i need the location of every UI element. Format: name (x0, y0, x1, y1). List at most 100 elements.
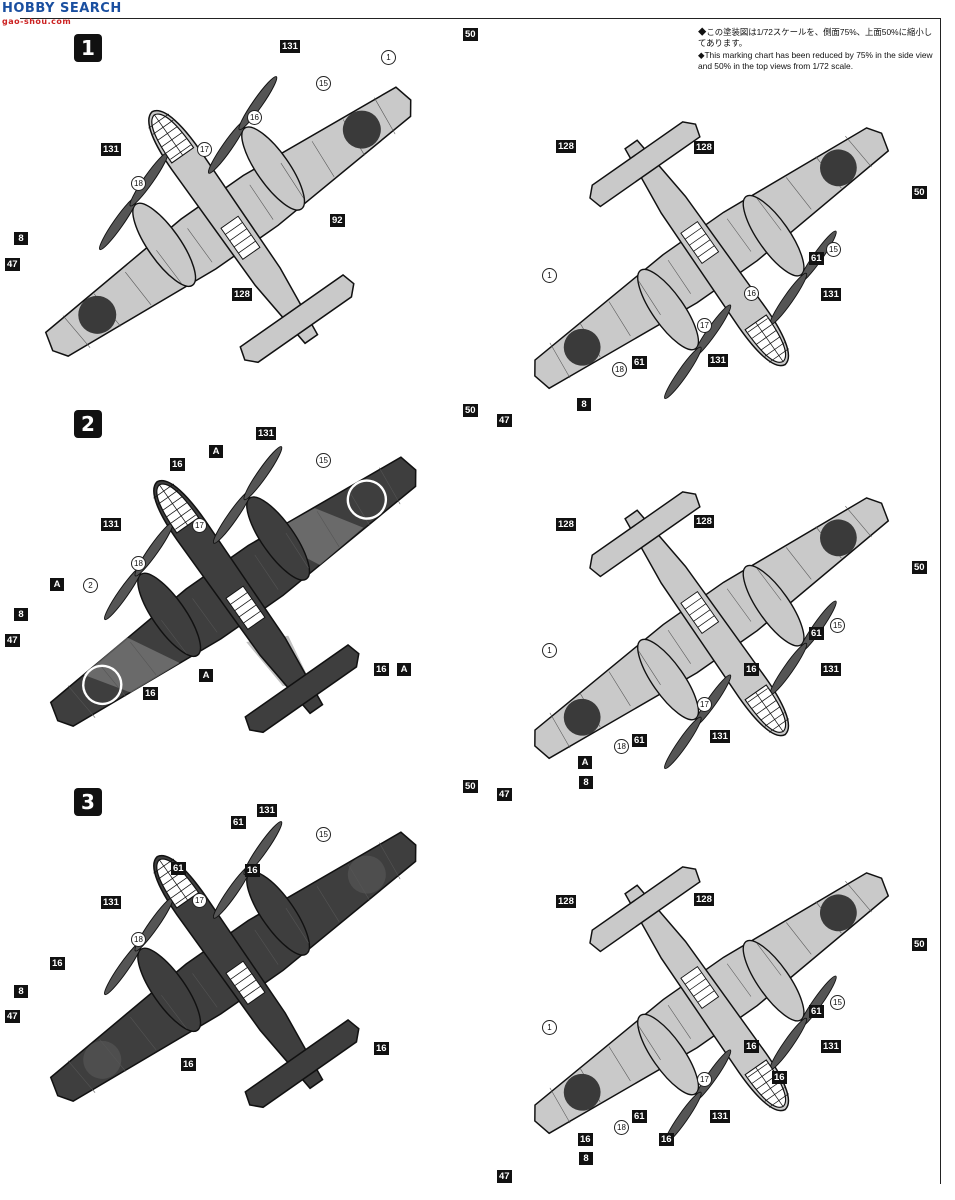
callout-s2-bottom-9: 131 (710, 730, 730, 743)
panel-line (280, 162, 304, 199)
callout-s3-bottom-13: 16 (578, 1133, 593, 1146)
panel-line (130, 641, 157, 676)
callout-s1-top-1: 15 (316, 76, 331, 91)
panel-line (192, 973, 218, 1008)
callout-s1-top-5: 18 (131, 176, 146, 191)
propeller-icon (769, 272, 808, 326)
propeller-icon (243, 821, 283, 876)
panel-line (285, 532, 309, 569)
panel-line (316, 511, 340, 547)
callout-s2-top-12: A (199, 669, 213, 682)
scale-note-jp: ◆この塗装図は1/72スケールを、側面75%、上面50%に縮小してあります。 (698, 27, 933, 48)
callout-s1-top-11: 1 (381, 50, 396, 65)
callout-s2-top-4: 50 (463, 404, 478, 417)
panel-line (285, 907, 309, 944)
callout-s2-bottom-11: A (578, 756, 592, 769)
propeller-icon (769, 1017, 808, 1071)
callout-s2-top-0: 16 (170, 458, 185, 471)
panel-line (254, 554, 279, 590)
callout-s3-bottom-12: 16 (659, 1133, 674, 1146)
panel-line (161, 995, 187, 1029)
panel-line (254, 929, 279, 965)
panel-line (161, 620, 187, 654)
callout-s3-top-8: 18 (131, 932, 146, 947)
panel-line (316, 886, 340, 922)
callout-s3-top-3: 50 (463, 780, 478, 793)
callout-s2-bottom-12: 8 (579, 776, 593, 789)
callout-s3-top-4: 61 (171, 862, 186, 875)
scheme-number-3: 3 (74, 788, 102, 816)
hinomaru-roundel (346, 479, 388, 520)
tailplane (589, 866, 701, 953)
camo-pattern (83, 508, 364, 693)
propeller-icon (664, 716, 702, 770)
engine-nacelle (637, 638, 700, 721)
callout-s2-top-9: A (50, 578, 64, 591)
hinomaru-roundel (563, 328, 601, 366)
callout-s3-bottom-10: 131 (710, 1110, 730, 1123)
callout-s1-bottom-1: 128 (694, 141, 714, 154)
callout-s2-bottom-7: 17 (697, 697, 712, 712)
callout-s1-top-3: 17 (197, 142, 212, 157)
panel-line (638, 280, 661, 315)
engine-nacelle (132, 202, 197, 288)
panel-line (638, 1025, 661, 1060)
engine-nacelle (742, 564, 805, 647)
panel-line (608, 1046, 631, 1082)
under-view-scheme-3 (534, 866, 890, 1145)
panel-line (549, 1087, 571, 1124)
callout-s1-bottom-3: 15 (826, 242, 841, 257)
callout-s3-bottom-1: 128 (694, 893, 714, 906)
canopy (148, 113, 261, 261)
hinomaru-roundel (342, 110, 381, 149)
engine-nacelle (137, 947, 202, 1033)
engine-nacelle (742, 194, 805, 277)
panel-line (67, 1060, 96, 1093)
engine-nacelle (742, 939, 805, 1022)
watermark: HOBBY SEARCH gao-shou.com (2, 1, 122, 26)
panel-line (379, 467, 401, 505)
scheme-number-2: 2 (74, 410, 102, 438)
callout-s2-bottom-0: 128 (556, 518, 576, 531)
callout-s3-bottom-0: 128 (556, 895, 576, 908)
callout-s2-top-14: 16 (374, 663, 389, 676)
tailplane (589, 491, 701, 578)
callout-s3-bottom-5: 131 (821, 1040, 841, 1053)
panel-line (756, 197, 782, 231)
callout-s1-bottom-11: 8 (577, 398, 591, 411)
callout-s3-top-12: 16 (374, 1042, 389, 1055)
engine-nacelle (241, 126, 306, 211)
callout-s2-top-8: 2 (83, 578, 98, 593)
callout-s1-bottom-6: 16 (744, 286, 759, 301)
panel-line (125, 271, 152, 306)
callout-s3-bottom-7: 16 (744, 1040, 759, 1053)
callout-s2-top-6: 17 (192, 518, 207, 533)
panel-line (638, 650, 661, 685)
panel-line (726, 588, 752, 622)
canopy (680, 965, 789, 1108)
callout-s1-top-7: 128 (232, 288, 252, 301)
callout-s1-top-2: 16 (247, 110, 262, 125)
callout-s3-bottom-11: 18 (614, 1120, 629, 1135)
tailplane (589, 121, 701, 208)
callout-s2-top-11: 47 (5, 634, 20, 647)
callout-s3-bottom-6: 16 (772, 1071, 787, 1084)
engine-nacelle (637, 1013, 700, 1096)
panel-line (667, 629, 691, 664)
callout-s1-top-9: 47 (5, 258, 20, 271)
callout-s2-bottom-1: 128 (694, 515, 714, 528)
panel-line (67, 685, 96, 718)
callout-s3-top-7: 17 (192, 893, 207, 908)
watermark-site: gao-shou.com (2, 17, 72, 26)
canopy (153, 483, 266, 631)
callout-s1-bottom-12: 47 (497, 414, 512, 427)
panel-line (249, 184, 274, 220)
callout-s2-top-3: 15 (316, 453, 331, 468)
panel-line (756, 567, 782, 601)
panel-line (549, 342, 571, 379)
top-view-scheme-1 (44, 76, 412, 364)
callout-s2-top-5: 131 (101, 518, 121, 531)
panel-line (311, 141, 335, 177)
callout-s1-top-4: 131 (101, 143, 121, 156)
